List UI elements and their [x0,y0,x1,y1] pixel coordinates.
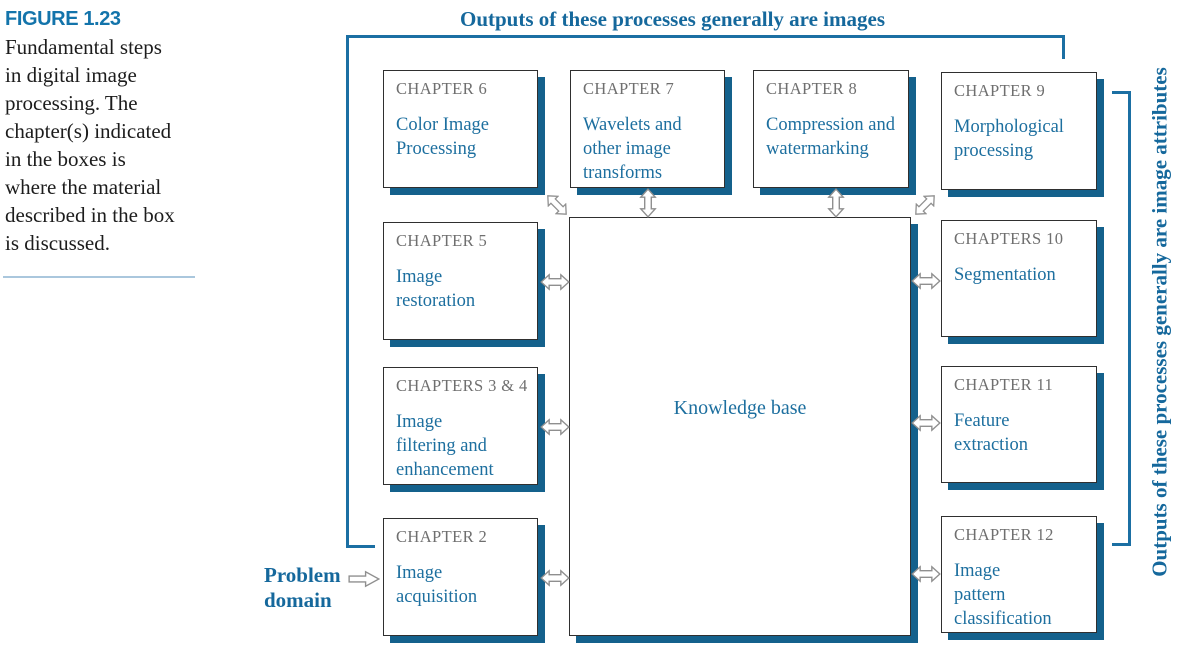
box-chapter-11: CHAPTER 11 Feature extraction [941,366,1097,483]
box-knowledge-base: Knowledge base [569,217,911,636]
double-arrow-vertical-icon [639,188,657,218]
box-title: Image filtering and enhancement [396,412,494,480]
chapter-label: CHAPTER 2 [396,527,488,546]
box-title: Image acquisition [396,563,478,607]
double-arrow-icon [540,418,570,436]
double-arrow-vertical-icon [827,188,845,218]
figure-caption: Fundamental steps in digital image proce… [5,35,175,255]
figure-label: FIGURE 1.23 [5,8,121,30]
top-bracket-horizontal [346,35,1065,38]
box-title: Compression and watermarking [766,115,895,159]
top-bracket-left-vertical [346,35,349,548]
double-arrow-diagonal-icon [547,195,567,215]
chapter-label: CHAPTERS 3 & 4 [396,376,528,395]
box-chapters-10: CHAPTERS 10 Segmentation [941,220,1097,337]
box-title: Image pattern classification [954,561,1052,629]
double-arrow-icon [911,414,941,432]
box-chapter-2: CHAPTER 2 Image acquisition [383,518,538,636]
double-arrow-diagonal-icon [915,195,935,215]
box-title: Segmentation [954,265,1056,285]
box-title: Color Image Processing [396,115,489,159]
chapter-label: CHAPTER 5 [396,231,488,250]
double-arrow-icon [540,273,570,291]
box-title: Image restoration [396,267,476,311]
double-arrow-icon [540,569,570,587]
top-bracket-left-foot [346,545,375,548]
top-outputs-label: Outputs of these processes generally are… [459,7,885,31]
box-title: Morphological processing [954,117,1064,161]
caption-divider [3,276,195,278]
chapter-label: CHAPTER 12 [954,525,1054,544]
right-bracket-bottom-foot [1112,543,1131,546]
box-chapter-6: CHAPTER 6 Color Image Processing [383,70,538,188]
chapter-label: CHAPTERS 10 [954,229,1064,248]
box-chapter-8: CHAPTER 8 Compression and watermarking [753,70,909,188]
chapter-label: CHAPTER 9 [954,81,1046,100]
chapter-label: CHAPTER 6 [396,79,488,98]
chapter-label: CHAPTER 8 [766,79,858,98]
box-chapter-12: CHAPTER 12 Image pattern classification [941,516,1097,633]
box-chapter-5: CHAPTER 5 Image restoration [383,222,538,340]
right-bracket-vertical [1128,91,1131,546]
right-arrow-icon [348,570,380,588]
box-chapters-3-4: CHAPTERS 3 & 4 Image filtering and enhan… [383,367,538,485]
box-title: Knowledge base [673,396,807,419]
chapter-label: CHAPTER 7 [583,79,675,98]
double-arrow-icon [911,565,941,583]
top-bracket-right-stub [1062,35,1065,59]
double-arrow-icon [911,272,941,290]
right-bracket-top-foot [1112,91,1131,94]
box-chapter-9: CHAPTER 9 Morphological processing [941,72,1097,190]
problem-domain-label: Problem domain [264,563,341,612]
right-outputs-label: Outputs of these processes generally are… [1147,67,1172,577]
box-title: Wavelets and other image transforms [583,115,682,183]
box-title: Feature extraction [954,411,1028,455]
box-chapter-7: CHAPTER 7 Wavelets and other image trans… [570,70,725,188]
chapter-label: CHAPTER 11 [954,375,1054,394]
